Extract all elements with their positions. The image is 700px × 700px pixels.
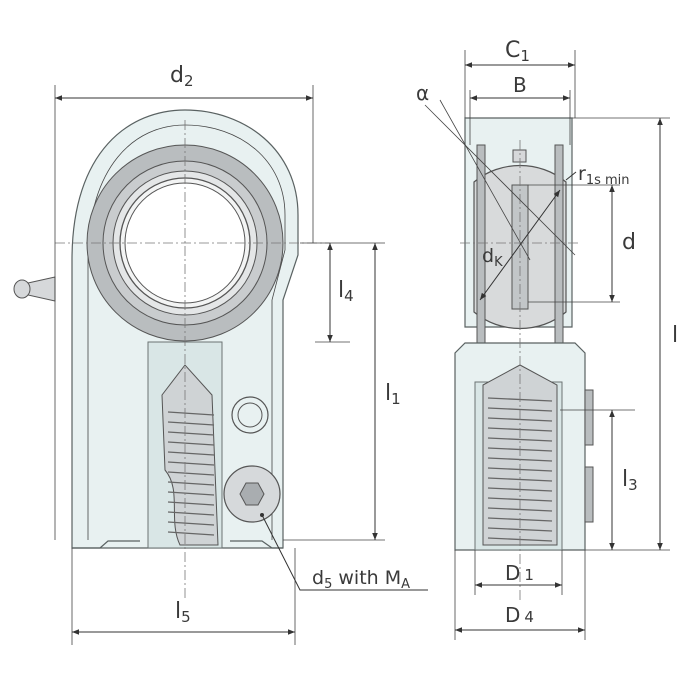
dim-l5: l5 — [71, 548, 296, 645]
front-view-thread-lines — [167, 411, 215, 536]
label-D4: D — [505, 603, 520, 627]
label-l1: l — [385, 381, 391, 406]
dim-d2: d2 — [54, 63, 314, 540]
label-l3: l — [622, 467, 628, 492]
side-view — [454, 117, 594, 551]
label-r1smin: r — [578, 163, 586, 185]
thread-line — [167, 441, 215, 446]
thread-line — [167, 461, 215, 466]
thread-line — [167, 481, 215, 486]
label-C1: C — [505, 38, 520, 63]
dim-l1: l1 — [283, 242, 401, 541]
svg-text:C1: C1 — [505, 38, 530, 65]
thread-line — [487, 497, 553, 502]
label-l4-sub: 4 — [344, 287, 354, 305]
port-circle-inner — [237, 402, 263, 428]
dim-l: l — [572, 117, 678, 551]
label-d5-sub: 5 — [324, 577, 332, 592]
label-l3-sub: 3 — [628, 476, 638, 494]
thread-line — [167, 511, 215, 516]
label-d2: d — [170, 63, 184, 88]
thread-line — [167, 431, 215, 436]
label-C1-sub: 1 — [520, 47, 530, 65]
front-view — [13, 109, 299, 549]
svg-text:l1: l1 — [385, 381, 401, 408]
label-r1smin-sub: 1s min — [586, 173, 630, 188]
label-l4: l — [338, 278, 344, 303]
thread-line — [167, 471, 215, 476]
clamp-bolt-lower — [584, 466, 594, 523]
label-B: B — [513, 73, 527, 97]
svg-text:r1s min: r1s min — [578, 163, 630, 188]
dK-diameter-line — [479, 189, 561, 301]
label-MA-sub: A — [401, 577, 410, 592]
label-D4-sub: 4 — [524, 608, 534, 626]
thread-line — [487, 407, 553, 412]
lubrication-nipple — [13, 276, 56, 302]
label-l5: l — [175, 599, 181, 624]
thread-line — [167, 421, 215, 426]
hex-socket-icon — [239, 482, 265, 506]
label-dK: d — [482, 245, 494, 267]
thread-line — [487, 527, 553, 532]
clamp-bolt-upper — [584, 389, 594, 446]
svg-text:l5: l5 — [175, 599, 191, 626]
dim-d: d — [528, 184, 636, 303]
thread-line — [167, 521, 215, 526]
label-d2-sub: 2 — [184, 72, 194, 90]
dim-C1: C1 — [464, 38, 576, 118]
label-d5-with: with M — [332, 567, 401, 589]
svg-text:d5 with MA: d5 with MA — [312, 567, 410, 592]
thread-line — [167, 491, 215, 496]
front-view-base — [72, 540, 283, 549]
outer-ring-right — [554, 144, 564, 351]
dim-l3: l3 — [560, 409, 638, 550]
dim-l4: l4 — [315, 243, 354, 343]
thread-line — [487, 477, 553, 482]
dim-r1smin: r1s min — [565, 163, 630, 188]
label-l5-sub: 5 — [181, 608, 191, 626]
label-D1: D — [505, 561, 520, 585]
svg-text:D4: D4 — [505, 603, 534, 627]
dim-B: B — [469, 73, 571, 145]
thread-line — [167, 451, 215, 456]
thread-line — [487, 437, 553, 442]
label-D1-sub: 1 — [524, 566, 534, 584]
svg-text:l4: l4 — [338, 278, 354, 305]
svg-text:l3: l3 — [622, 467, 638, 494]
label-d5: d — [312, 567, 324, 589]
label-l: l — [672, 323, 678, 348]
thread-line — [167, 411, 215, 416]
svg-text:D1: D1 — [505, 561, 534, 585]
thread-line — [167, 501, 215, 506]
label-dK-sub: K — [494, 255, 503, 270]
front-view-threaded-shaft — [161, 364, 219, 546]
label-alpha: α — [416, 81, 429, 105]
dim-d5-leader: d5 with MA — [260, 513, 428, 592]
svg-text:dK: dK — [482, 245, 503, 270]
thread-line — [167, 531, 215, 536]
label-l1-sub: 1 — [391, 390, 401, 408]
label-d: d — [622, 230, 636, 255]
svg-text:d2: d2 — [170, 63, 194, 90]
lube-hole — [512, 149, 527, 163]
